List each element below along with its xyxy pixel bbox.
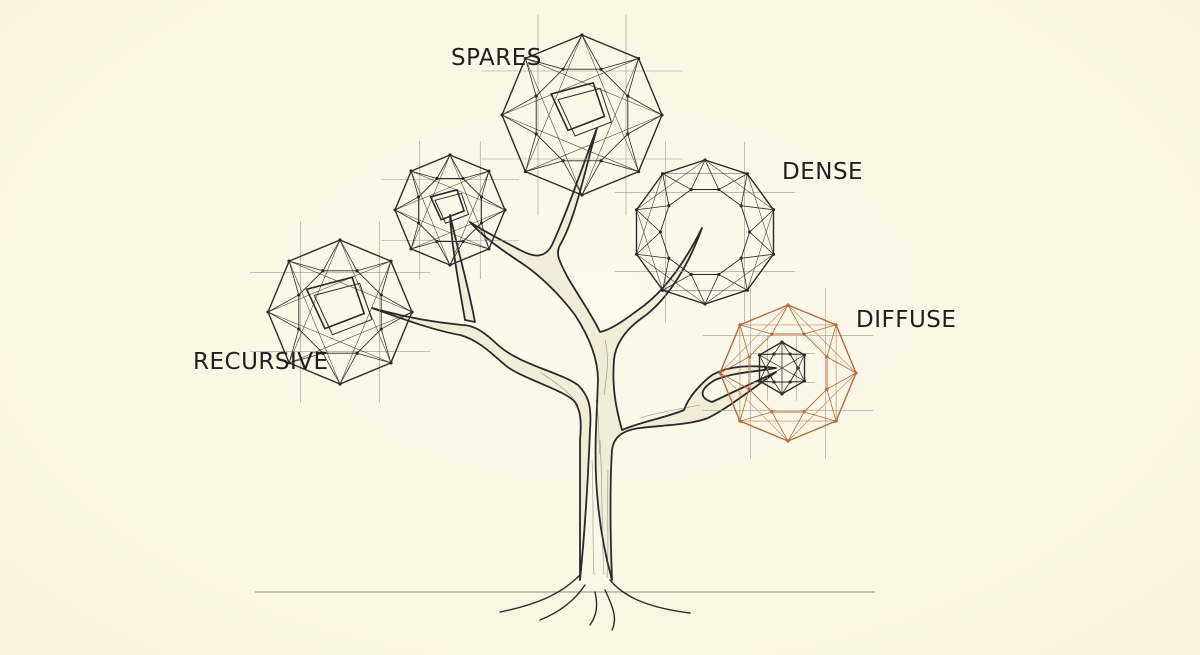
- polyhedron-recursive: [249, 221, 431, 403]
- polyhedron-small: [380, 140, 520, 280]
- polyhedron-diffuse: [702, 287, 874, 459]
- bark-texture: [539, 339, 701, 579]
- polyhedron-diffuse-core: [749, 335, 815, 401]
- polyhedron-spares: [481, 14, 683, 216]
- polyhedra-layer: [249, 14, 874, 459]
- label-recursive: RECURSIVE: [193, 349, 329, 375]
- label-spares: SPARES: [451, 45, 542, 71]
- label-dense: DENSE: [782, 159, 864, 185]
- label-diffuse: DIFFUSE: [856, 307, 957, 333]
- tree-roots: [499, 574, 691, 631]
- polyhedron-dense: [614, 141, 796, 323]
